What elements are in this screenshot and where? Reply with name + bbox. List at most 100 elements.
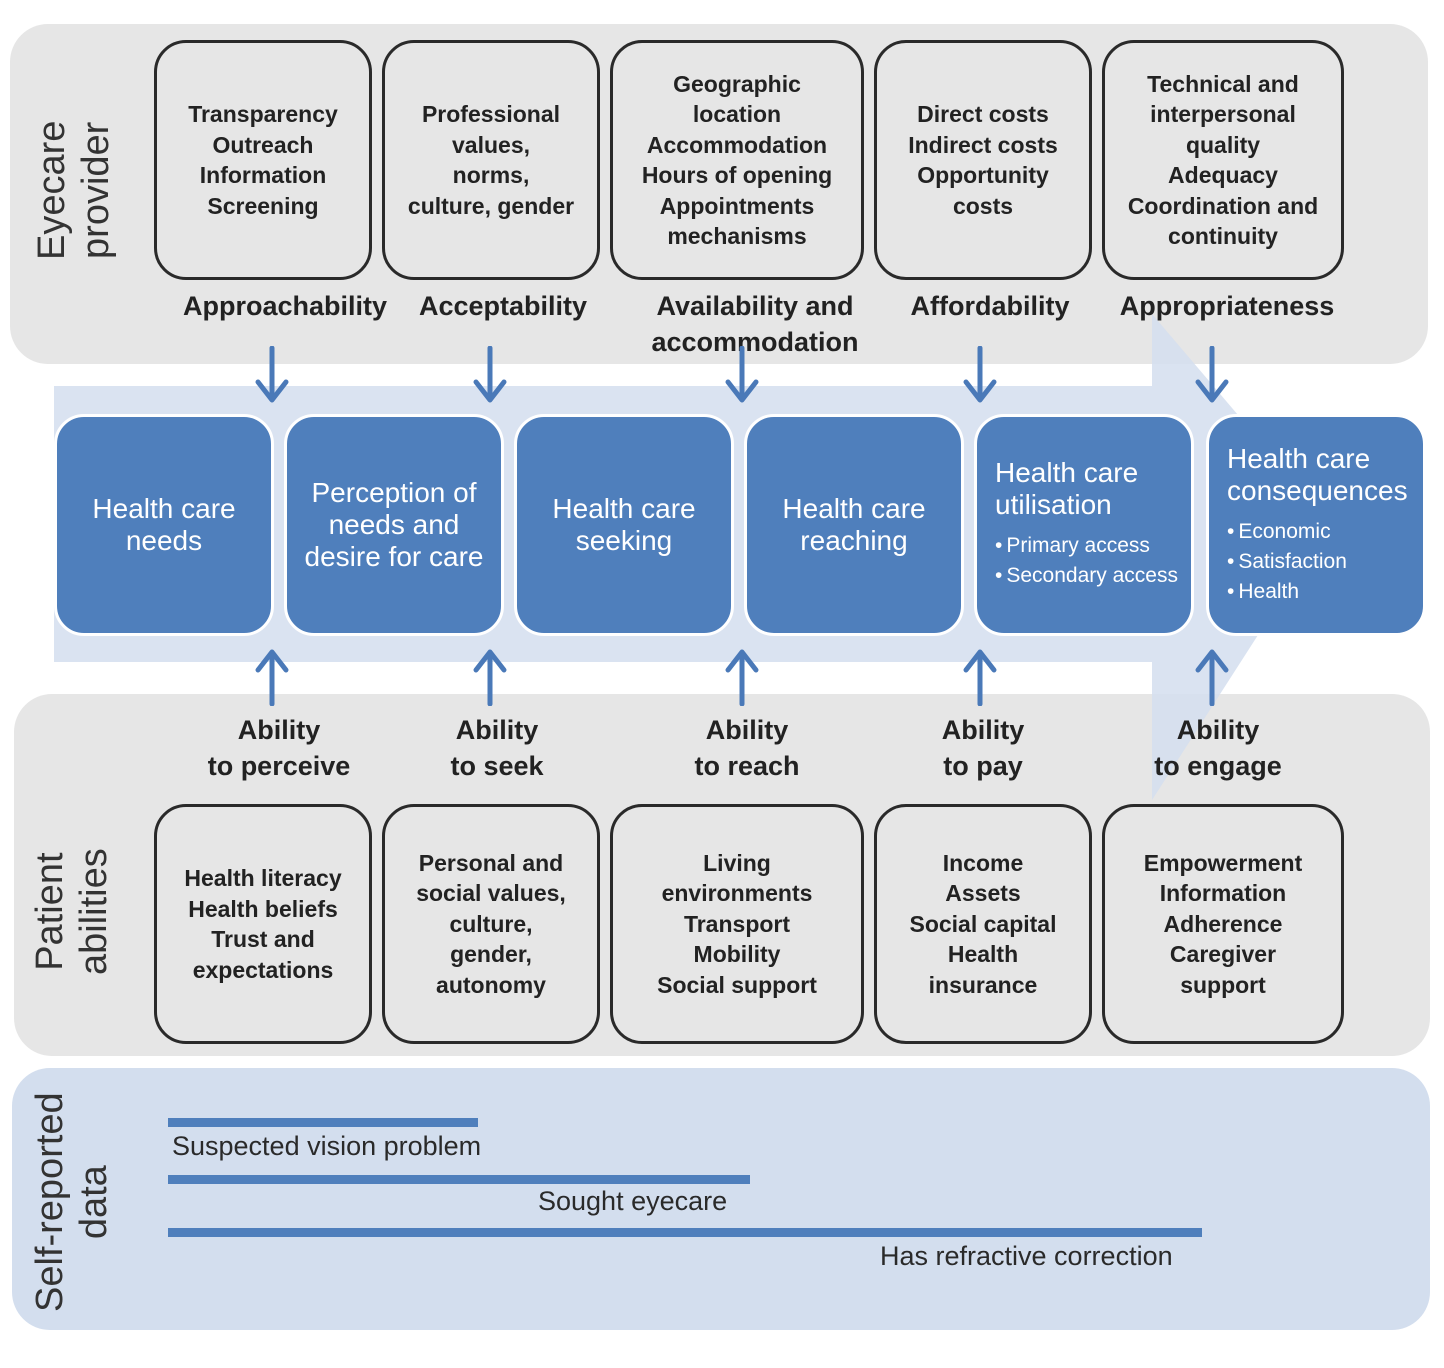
patient-box-line: support [1180,971,1266,998]
stage-perception-of-needs: Perception of needs and desire for care [284,414,504,636]
ability-label-line: to perceive [207,751,351,781]
patient-box-line: Trust and [211,926,315,952]
measure-bar-has-refractive-correction [168,1228,1202,1237]
ability-to-pay: Ability to pay [888,712,1078,784]
eyecare-provider-label-line: Eyecare [31,120,73,260]
patient-box-line: Social support [657,971,817,998]
provider-box-line: costs [952,192,1014,219]
patient-box-line: Health literacy [184,865,342,891]
ability-to-perceive: Ability to perceive [174,712,384,784]
patient-box-line: Income [942,849,1024,876]
stage-list-item: Primary access [995,531,1191,561]
arrow-up-icon [725,649,759,706]
provider-box-affordability: Direct costs Indirect costs Opportunity … [874,40,1092,280]
arrow-up-icon [963,649,997,706]
patient-box-line: expectations [192,956,334,983]
ability-label-line: Ability [455,715,539,745]
provider-box-line: norms, [452,162,530,188]
dimension-affordability: Affordability [892,288,1088,324]
provider-box-line: culture, gender [407,192,575,219]
stage-health-care-utilisation: Health care utilisation Primary access S… [974,414,1194,636]
measure-label: Has refractive correction [880,1241,1173,1271]
dimension-label-line: Acceptability [418,291,588,321]
stage-title-line: Health care [995,457,1139,488]
stage-list-item: Satisfaction [1227,547,1423,577]
self-reported-label-line: data [73,1165,115,1240]
stage-list-item: Economic [1227,517,1423,547]
stage-title-line: Health care [1227,443,1371,474]
measure-bar-sought-eyecare [168,1175,750,1184]
stage-health-care-reaching: Health care reaching [744,414,964,636]
provider-box-line: Screening [207,192,319,219]
ability-to-engage: Ability to engage [1118,712,1318,784]
ability-label-line: Ability [1176,715,1260,745]
provider-box-line: Opportunity [917,162,1049,188]
stage-title-line: desire for care [304,541,484,572]
ability-label-line: Ability [941,715,1025,745]
provider-box-line: Direct costs [917,101,1049,127]
stage-list-item: Health [1227,577,1423,607]
provider-box-acceptability: Professional values, norms, culture, gen… [382,40,600,280]
stage-title-line: utilisation [995,489,1112,520]
patient-box-pay: Income Assets Social capital Health insu… [874,804,1092,1044]
patient-box-line: gender, [450,941,532,968]
arrow-up-icon [1195,649,1229,706]
measure-label: Suspected vision problem [172,1131,482,1161]
stage-title-line: Health care [552,493,696,524]
ability-label-line: Ability [705,715,789,745]
dimension-label-line: Affordability [910,291,1070,321]
stage-title-line: Health care [782,493,926,524]
patient-box-line: Mobility [693,941,781,968]
dimension-label-line: accommodation [651,327,859,357]
patient-box-line: Personal and [418,849,564,876]
provider-box-line: Hours of opening [641,162,833,188]
provider-box-line: Technical and [1147,70,1299,97]
stage-title-line: seeking [575,525,673,556]
patient-box-line: Empowerment [1143,849,1303,876]
patient-box-line: Social capital [909,910,1057,937]
patient-box-perceive: Health literacy Health beliefs Trust and… [154,804,372,1044]
provider-box-line: values, [452,131,530,158]
patient-box-seek: Personal and social values, culture, gen… [382,804,600,1044]
arrow-up-icon [473,649,507,706]
stage-title-line: reaching [800,525,908,556]
dimension-label-line: Approachability [182,291,388,321]
provider-box-line: Transparency [188,101,338,127]
patient-box-line: culture, [449,910,533,937]
patient-box-line: Transport [683,910,791,937]
patient-box-line: Assets [945,880,1021,907]
stage-health-care-seeking: Health care seeking [514,414,734,636]
provider-box-appropriateness: Technical and interpersonal quality Adeq… [1102,40,1344,280]
ability-label-line: to pay [943,751,1023,781]
provider-box-line: location [692,101,782,127]
stage-title-line: needs and [328,509,460,540]
eyecare-provider-label: Eyecare provider [30,121,118,260]
arrow-down-icon [255,346,289,403]
stage-list-item: Secondary access [995,561,1191,591]
patient-box-reach: Living environments Transport Mobility S… [610,804,864,1044]
patient-box-line: Adherence [1163,910,1283,937]
measure-label: Sought eyecare [538,1186,728,1216]
provider-box-availability: Geographic location Accommodation Hours … [610,40,864,280]
provider-box-line: Coordination and [1127,192,1319,219]
patient-box-line: Health [947,941,1019,968]
measure-bar-suspected-vision-problem [168,1118,478,1127]
stage-title-line: needs [125,525,203,556]
stage-health-care-needs: Health care needs [54,414,274,636]
provider-box-line: Appointments [659,192,815,219]
ability-to-seek: Ability to seek [402,712,592,784]
ability-label-line: Ability [237,715,321,745]
provider-box-line: interpersonal [1150,101,1296,127]
provider-box-line: Information [199,162,327,188]
ability-label-line: to engage [1154,751,1282,781]
arrow-down-icon [963,346,997,403]
stage-title-line: Perception of [311,477,477,508]
stage-title-line: Health care [92,493,236,524]
ability-to-reach: Ability to reach [652,712,842,784]
self-reported-label-line: Self-reported [29,1092,71,1312]
provider-box-approachability: Transparency Outreach Information Screen… [154,40,372,280]
arrow-down-icon [1195,346,1229,403]
provider-box-line: quality [1185,131,1261,158]
patient-box-line: Health beliefs [188,895,338,922]
eyecare-provider-label-line: provider [75,121,117,259]
